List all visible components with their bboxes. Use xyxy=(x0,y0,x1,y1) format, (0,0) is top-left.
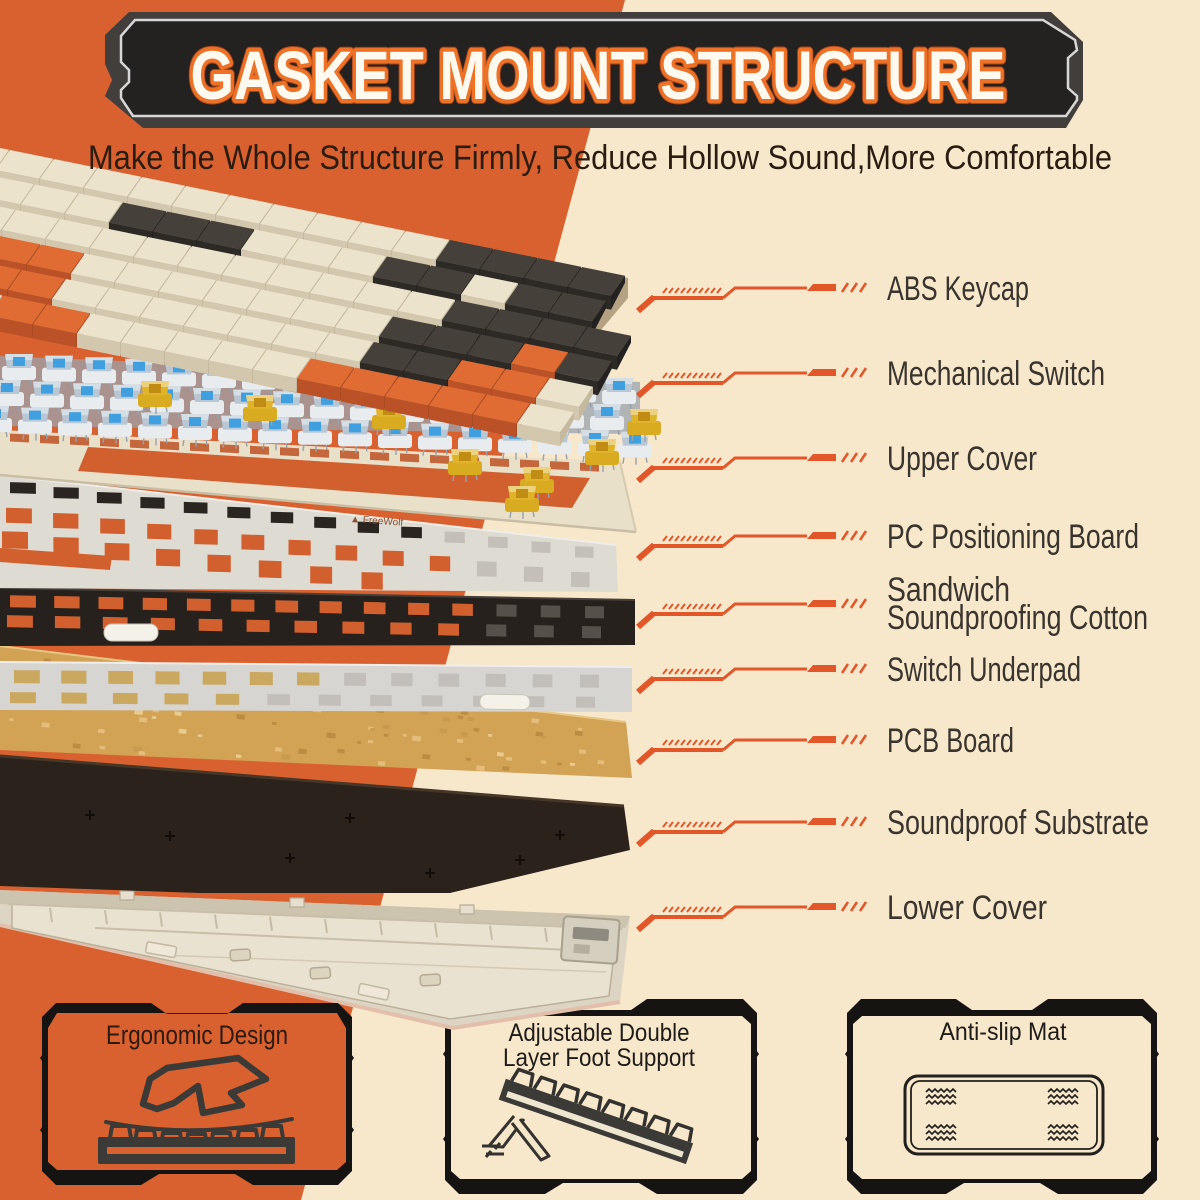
svg-text:PCB Board: PCB Board xyxy=(887,722,1014,760)
svg-text:ABS Keycap: ABS Keycap xyxy=(887,270,1029,308)
svg-text:Sandwich: Sandwich xyxy=(887,571,1010,609)
svg-text:Anti-slip Mat: Anti-slip Mat xyxy=(940,1018,1067,1046)
svg-text:GASKET MOUNT STRUCTURE: GASKET MOUNT STRUCTURE xyxy=(191,37,1006,114)
svg-text:Soundproof Substrate: Soundproof Substrate xyxy=(887,804,1149,842)
svg-text:PC Positioning Board: PC Positioning Board xyxy=(887,518,1139,556)
svg-text:Switch Underpad: Switch Underpad xyxy=(887,651,1081,689)
svg-text:Lower Cover: Lower Cover xyxy=(887,889,1047,927)
svg-text:Make the Whole Structure Firml: Make the Whole Structure Firmly, Reduce … xyxy=(88,139,1112,177)
svg-text:Soundproofing Cotton: Soundproofing Cotton xyxy=(887,599,1148,637)
svg-text:GASKET MOUNT STRUCTURE: GASKET MOUNT STRUCTURE xyxy=(191,37,1006,114)
svg-text:Layer Foot Support: Layer Foot Support xyxy=(503,1044,695,1072)
svg-text:GASKET MOUNT STRUCTURE: GASKET MOUNT STRUCTURE xyxy=(191,37,1006,114)
svg-text:Ergonomic Design: Ergonomic Design xyxy=(106,1020,288,1050)
svg-text:Upper Cover: Upper Cover xyxy=(887,440,1037,478)
svg-text:Mechanical Switch: Mechanical Switch xyxy=(887,355,1105,393)
svg-text:Adjustable Double: Adjustable Double xyxy=(509,1019,690,1047)
svg-text:▲ FreeWolf: ▲ FreeWolf xyxy=(350,514,404,529)
